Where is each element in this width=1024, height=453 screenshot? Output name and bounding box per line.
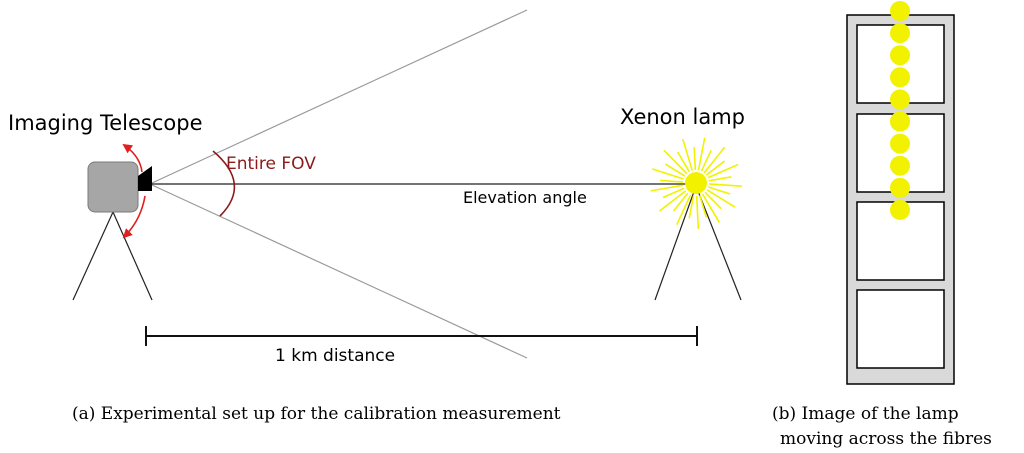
lamp-image-dot <box>890 177 910 198</box>
lamp-image-dot <box>890 133 910 154</box>
lamp-ray <box>703 146 726 174</box>
telescope-body <box>87 161 139 213</box>
lamp-ray <box>662 187 685 199</box>
lamp-ray <box>663 149 688 175</box>
lamp-image-dot <box>890 23 910 44</box>
lamp-ray <box>705 160 726 176</box>
lamp-ray <box>700 149 712 172</box>
lamp-ray <box>704 191 722 210</box>
lamp-ray <box>706 189 736 208</box>
lamp-image-dot <box>890 111 910 132</box>
lamp-image-dot <box>890 199 910 220</box>
telescope-lens <box>138 166 152 191</box>
lamp-ray <box>697 137 706 171</box>
caption-b-line1: (b) Image of the lamp <box>772 404 959 424</box>
elevation-angle-label: Elevation angle <box>463 188 587 207</box>
lamp-ray <box>693 147 697 171</box>
lamp-image-dot <box>890 1 910 21</box>
rotation-arrow-down-icon <box>122 195 146 239</box>
caption-a: (a) Experimental set up for the calibrat… <box>72 404 561 424</box>
lamp-rays <box>650 137 742 229</box>
caption-b-line2: moving across the fibres <box>780 429 992 449</box>
lamp-ray <box>672 192 689 212</box>
telescope-label: Imaging Telescope <box>8 111 203 135</box>
lamp-ray <box>708 176 732 182</box>
lamp-ray <box>676 151 691 173</box>
lamp-ray <box>660 179 684 183</box>
lamp-ray <box>650 184 684 192</box>
panel-b-fibres: (b) Image of the lamp moving across the … <box>772 1 992 449</box>
lamp-image-dot <box>890 67 910 88</box>
lamp-image-dot <box>890 45 910 66</box>
lamp-image-dot <box>890 155 910 176</box>
fibre-cell <box>856 289 945 369</box>
lamp-ray <box>651 168 684 180</box>
lamp-ray <box>698 195 708 218</box>
lamp-ray <box>708 186 731 195</box>
fov-arc <box>212 150 236 217</box>
lamp-label: Xenon lamp <box>620 105 745 129</box>
fov-lower-line <box>151 184 528 359</box>
distance-label: 1 km distance <box>275 346 395 366</box>
telescope-tripod <box>72 211 153 301</box>
panel-a-setup: Imaging Telescope Xenon lamp Entire FOV … <box>8 9 745 424</box>
lamp-ray <box>695 195 700 229</box>
distance-bar <box>145 326 698 346</box>
lamp-ray <box>675 194 692 226</box>
lamp-ray <box>681 138 694 171</box>
lamp-image-dot <box>890 89 910 110</box>
lamp-ray <box>701 193 721 223</box>
lamp-ray <box>688 195 695 219</box>
rotation-arrow-up-icon <box>122 143 143 173</box>
lamp-ray <box>664 163 686 177</box>
lamp-tripod <box>654 185 742 301</box>
fov-upper-line <box>151 9 528 184</box>
xenon-lamp-icon <box>685 172 707 194</box>
lamp-ray <box>708 183 742 188</box>
fov-label: Entire FOV <box>226 154 316 174</box>
lamp-ray <box>707 163 739 179</box>
lamp-image-track <box>890 1 910 220</box>
lamp-ray <box>659 190 687 212</box>
